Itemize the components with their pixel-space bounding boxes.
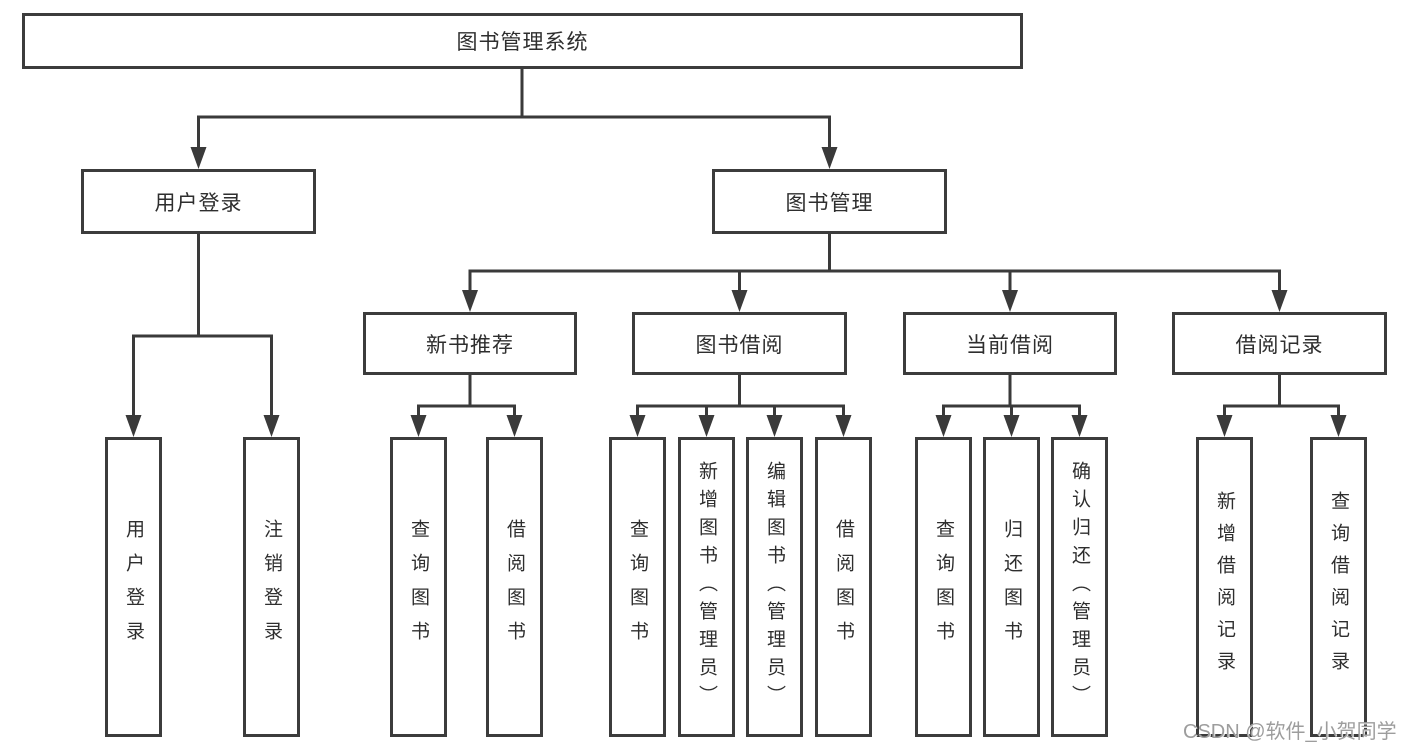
- node-label: 新书推荐: [426, 333, 514, 357]
- node-label: 当前借阅: [966, 333, 1054, 357]
- leaf-logout: 注销登录: [243, 437, 300, 737]
- node-label: 查询借阅记录: [1328, 491, 1349, 683]
- node-label: 借阅图书: [833, 519, 854, 655]
- leaf-borrowing-query-books: 查询图书: [609, 437, 666, 737]
- leaf-current-return-books: 归还图书: [983, 437, 1040, 737]
- node-current-borrowing: 当前借阅: [903, 312, 1117, 375]
- node-label: 图书借阅: [695, 333, 784, 357]
- leaf-newbook-query-books: 查询图书: [390, 437, 447, 737]
- connector-user-login-branch: [125, 232, 280, 437]
- node-label: 注销登录: [261, 519, 282, 655]
- node-label: 借阅记录: [1235, 333, 1324, 357]
- leaf-current-confirm-return-admin: 确认归还（管理员）: [1051, 437, 1108, 737]
- connector-book-management-branch: [462, 232, 1288, 312]
- node-user-login: 用户登录: [81, 169, 316, 234]
- node-root: 图书管理系统: [22, 13, 1023, 69]
- leaf-newbook-borrow-books: 借阅图书: [486, 437, 543, 737]
- node-label: 编辑图书（管理员）: [764, 461, 785, 713]
- leaf-borrowing-borrow-books: 借阅图书: [815, 437, 872, 737]
- node-label: 图书管理: [785, 191, 874, 215]
- leaf-borrowing-add-books-admin: 新增图书（管理员）: [678, 437, 735, 737]
- node-label: 用户登录: [123, 519, 144, 655]
- node-label: 新增图书（管理员）: [696, 461, 717, 713]
- connector-current-borrow-branch: [935, 373, 1088, 437]
- node-book-management: 图书管理: [712, 169, 947, 234]
- leaf-record-query-borrow-record: 查询借阅记录: [1310, 437, 1367, 737]
- connector-book-borrow-branch: [629, 373, 852, 437]
- leaf-current-query-books: 查询图书: [915, 437, 972, 737]
- connector-root-to-level2: [190, 67, 838, 169]
- node-label: 用户登录: [154, 191, 243, 215]
- node-label: 新增借阅记录: [1214, 491, 1235, 683]
- node-label: 图书管理系统: [456, 31, 589, 54]
- leaf-user-login: 用户登录: [105, 437, 162, 737]
- node-label: 归还图书: [1001, 519, 1022, 655]
- csdn-watermark: CSDN @软件_小贺同学: [1183, 721, 1397, 743]
- connector-borrow-record-branch: [1216, 373, 1347, 437]
- node-label: 查询图书: [408, 519, 429, 655]
- node-label: 确认归还（管理员）: [1069, 461, 1090, 713]
- node-borrowing-records: 借阅记录: [1172, 312, 1387, 375]
- node-label: 查询图书: [933, 519, 954, 655]
- node-new-book-recommend: 新书推荐: [363, 312, 577, 375]
- leaf-borrowing-edit-books-admin: 编辑图书（管理员）: [746, 437, 803, 737]
- node-book-borrowing: 图书借阅: [632, 312, 847, 375]
- node-label: 查询图书: [627, 519, 648, 655]
- connector-new-book-branch: [410, 373, 523, 437]
- node-label: 借阅图书: [504, 519, 525, 655]
- leaf-record-add-borrow-record: 新增借阅记录: [1196, 437, 1253, 737]
